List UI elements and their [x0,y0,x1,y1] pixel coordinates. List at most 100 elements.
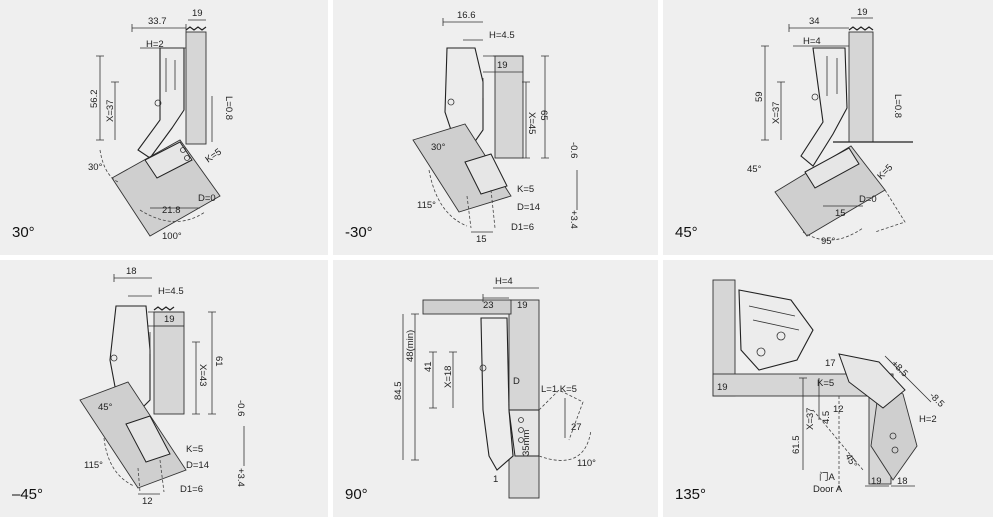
dim-x: X=37 [105,100,116,122]
dim-17: 17 [825,358,836,369]
panel-90: H=4 23 19 48(min) 84.5 41 X=18 D L=1 K=5… [333,260,658,517]
dim-41: 41 [423,361,434,372]
dim-open: 100° [162,231,182,242]
dim-angle: 30° [88,162,103,173]
dim-h: H=2 [919,414,937,425]
dim-thick: 19 [164,314,175,325]
dim-one: 1 [493,474,498,485]
hinge-arm [480,317,514,471]
dim-x: X=37 [771,102,782,124]
dim-k: K=5 [817,378,834,389]
dim-width: 33.7 [148,16,167,27]
dim-w2: 21.8 [162,205,181,216]
dim-l: L=0.8 [223,96,234,120]
dim-615: 61.5 [791,436,802,455]
cabinet-side [848,31,874,143]
hinge-arm-left [738,289,814,371]
dim-12: 12 [833,404,844,415]
door-top [422,299,512,315]
dim-k: K=5 [186,444,203,455]
dim-k: K=5 [203,147,223,166]
dim-adj2: +3.4 [568,210,579,229]
dim-d: D=0 [198,193,216,204]
dim-k: K=5 [517,184,534,195]
dim-width: 34 [809,16,820,27]
dim-ang: 45° [842,452,859,470]
dim-d: D=14 [517,202,540,213]
dim-l: L=0.8 [892,94,903,118]
dim-k: K=5 [875,162,895,182]
dim-height: 56.2 [89,90,100,109]
dim-arc: 27 [571,422,582,433]
dim-b19: 19 [871,476,882,487]
dim-adj1: -0.6 [568,142,579,158]
door-code: 门A [819,471,836,483]
dim-thick: 19 [857,7,868,18]
dim-thick: 19 [192,8,203,19]
panel-label: –45° [12,486,44,503]
dim-d: D=0 [859,194,877,205]
panel-135: 17 +8.5 -8.5 19 K=5 X=37 H=2 4.5 12 61.5… [663,260,993,517]
dim-min: 48(min) [405,330,416,362]
dim-d: D=14 [186,460,209,471]
dim-thick: 19 [517,300,528,311]
panel-45: 34 19 H=4 59 X=37 L=0.8 45° K=5 D=0 15 9… [663,0,993,255]
dim-angle: 30° [431,142,446,153]
dim-height: 59 [754,91,765,102]
dim-open: 95° [821,236,836,247]
dim-w1: 23 [483,300,494,311]
dim-h: H=4 [803,36,821,47]
dim-w2: 12 [142,496,153,507]
hinge-arm [800,47,848,167]
diagram-30: 33.7 19 H=2 56.2 X=37 L=0.8 30° K=5 D=0 … [88,8,234,242]
dim-45: 4.5 [821,411,832,424]
hinge-cup [125,415,171,463]
dim-d: D [513,376,520,387]
dim-width: 16.6 [457,10,476,21]
cabinet-side [185,31,207,145]
dim-open: 110° [577,458,596,469]
dim-d1: D1=6 [180,484,203,495]
panel-label: -30° [345,224,373,241]
panel-neg45: 18 H=4.5 19 61 X=43 -0.6 +3.4 45° K=5 D=… [0,260,328,517]
panel-neg30: 16.6 H=4.5 19 65 X=45 -0.6 +3.4 30° K=5 … [333,0,658,255]
hinge-cup [464,153,508,195]
hinge-cup [144,141,193,179]
cabinet-side [508,299,540,499]
dim-minus: -8.5 [927,390,946,409]
dim-h: H=4.5 [489,30,515,41]
dim-adj1: -0.6 [235,400,246,416]
dim-thick: 19 [717,382,728,393]
dim-width: 18 [126,266,137,277]
cabinet-side [153,311,185,415]
dim-h: H=4.5 [158,286,184,297]
dim-cup: 35mm [521,430,532,456]
dim-open: 115° [417,200,436,211]
cabinet-side [494,55,524,159]
dim-height: 61 [213,356,224,367]
dim-x: X=37 [805,408,816,430]
hinge-arm [444,47,484,151]
door-label: Door A [813,484,843,495]
dim-x: X=45 [526,112,537,134]
dim-d1: D1=6 [511,222,534,233]
diagram-neg45: 18 H=4.5 19 61 X=43 -0.6 +3.4 45° K=5 D=… [79,266,246,507]
diagram-neg30: 16.6 H=4.5 19 65 X=45 -0.6 +3.4 30° K=5 … [412,10,579,245]
dim-adj2: +3.4 [235,468,246,487]
dim-x: X=18 [443,366,454,388]
dim-total: 84.5 [393,382,404,401]
dim-angle: 45° [747,164,762,175]
panel-label: 30° [12,224,35,241]
diagram-45: 34 19 H=4 59 X=37 L=0.8 45° K=5 D=0 15 9… [747,7,913,247]
dim-w2: 15 [835,208,846,219]
dim-x: X=43 [197,364,208,386]
panel-30: 33.7 19 H=2 56.2 X=37 L=0.8 30° K=5 D=0 … [0,0,328,255]
panel-label: 135° [675,486,707,503]
dim-b18: 18 [897,476,908,487]
dim-lk: L=1 K=5 [541,384,577,395]
panel-label: 45° [675,224,698,241]
dim-angle: 45° [98,402,113,413]
panel-label: 90° [345,486,368,503]
dim-h: H=2 [146,39,164,50]
dim-open: 115° [84,460,103,471]
